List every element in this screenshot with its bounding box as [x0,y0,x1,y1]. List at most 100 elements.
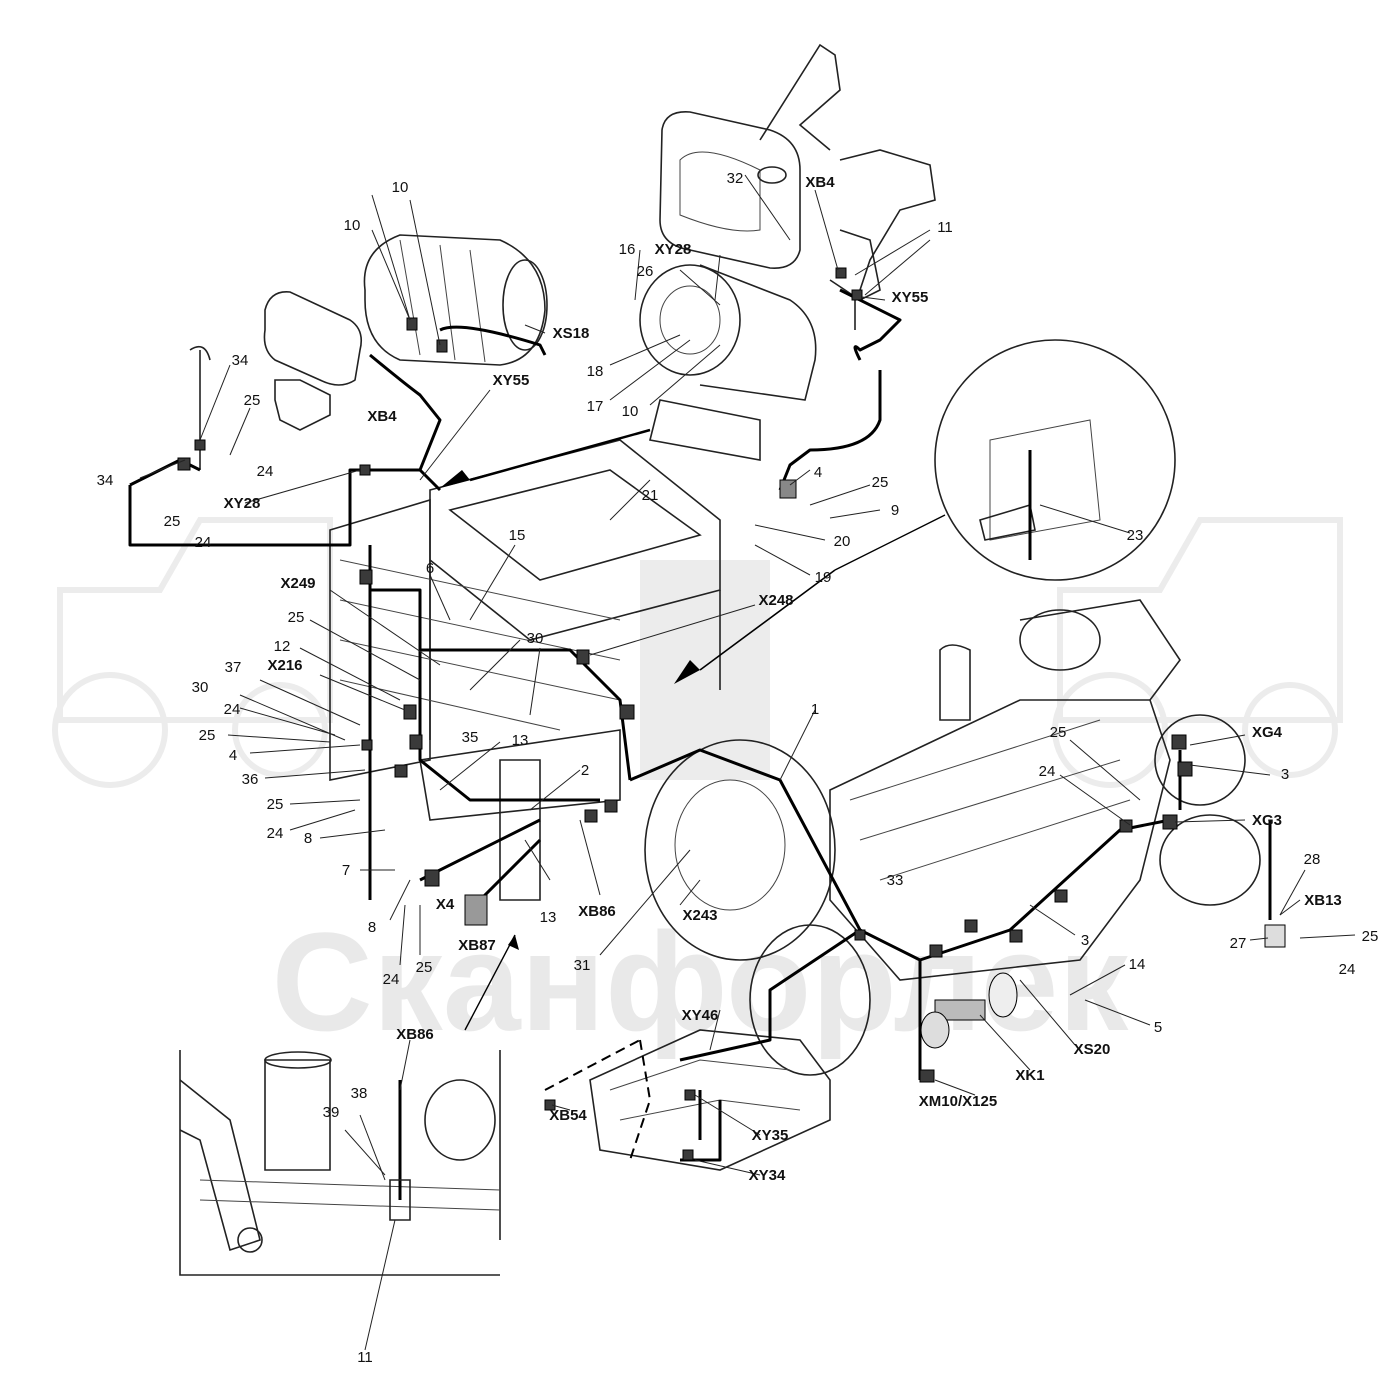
callout-37: 37 [225,659,242,676]
part-labels: 10 10 10 34 34 25 25 25 25 25 25 25 25 2… [97,170,1379,1366]
connector-label-x243: X243 [682,907,717,924]
callout-33: 33 [887,872,904,889]
callout-18: 18 [587,363,604,380]
expansion-tank-assembly [659,43,936,330]
connector-label-xy46: XY46 [682,1007,719,1024]
callout-12: 12 [274,638,291,655]
connector-label-xb54: XB54 [549,1107,587,1124]
callout-3: 3 [1281,766,1289,783]
callout-1: 1 [811,701,819,718]
watermark: Сканфорлек [52,517,1343,1060]
callout-26: 26 [637,263,654,280]
connector-label-xb4: XB4 [805,174,835,191]
connector-labels: XB4 XB4 XY28 XY28 XY55 XY55 XS18 X249 X2… [224,174,1342,1184]
callout-34: 34 [232,352,249,369]
callout-38: 38 [351,1085,368,1102]
connector-label-xm10-x125: XM10/X125 [919,1093,997,1110]
connector-label-x216: X216 [267,657,302,674]
connectors [177,267,1286,1161]
callout-25: 25 [244,392,261,409]
callout-21: 21 [642,487,659,504]
callout-25: 25 [416,959,433,976]
callout-24: 24 [195,534,212,551]
callout-4: 4 [229,747,237,764]
callout-39: 39 [323,1104,340,1121]
connector-label-xk1: XK1 [1015,1067,1044,1084]
callout-14: 14 [1129,956,1146,973]
connector-label-x4: X4 [436,896,455,913]
callout-10: 10 [392,179,409,196]
callout-4: 4 [814,464,822,481]
callout-10: 10 [344,217,361,234]
callout-25: 25 [267,796,284,813]
callout-25: 25 [288,609,305,626]
connector-label-x249: X249 [280,575,315,592]
connector-label-xy35: XY35 [752,1127,789,1144]
callout-30: 30 [192,679,209,696]
callout-8: 8 [368,919,376,936]
ac-compressor [639,264,817,461]
callout-9: 9 [891,502,899,519]
callout-25: 25 [1050,724,1067,741]
watermark-text: Сканфорлек [272,903,1130,1060]
connector-label-x248: X248 [758,592,793,609]
air-cleaner [363,234,548,366]
callout-3: 3 [1081,932,1089,949]
callout-34: 34 [97,472,114,489]
callout-24: 24 [257,463,274,480]
callout-25: 25 [1362,928,1379,945]
callout-24: 24 [383,971,400,988]
callout-11: 11 [357,1349,373,1366]
callout-23: 23 [1127,527,1144,544]
callout-24: 24 [1039,763,1056,780]
callout-10: 10 [622,403,639,420]
callout-24: 24 [224,701,241,718]
callout-27: 27 [1230,935,1247,952]
connector-label-xy28: XY28 [655,241,692,258]
callout-24: 24 [267,825,284,842]
detail-inset-circle [934,339,1176,581]
callout-15: 15 [509,527,526,544]
callout-13: 13 [512,732,529,749]
connector-label-xy55: XY55 [892,289,929,306]
callout-19: 19 [815,569,832,586]
callout-36: 36 [242,771,259,788]
arrows [440,428,946,1031]
detail-inset-box [179,1050,501,1276]
callout-2: 2 [581,762,589,779]
callout-30: 30 [527,630,544,647]
callout-8: 8 [304,830,312,847]
callout-25: 25 [199,727,216,744]
connector-label-xb87: XB87 [458,937,496,954]
connector-label-xg3: XG3 [1252,812,1282,829]
callout-24: 24 [1339,961,1356,978]
connector-label-xg4: XG4 [1252,724,1283,741]
callout-25: 25 [164,513,181,530]
callout-31: 31 [574,957,591,974]
callout-16: 16 [619,241,636,258]
connector-label-xy55: XY55 [493,372,530,389]
callout-6: 6 [426,560,434,577]
callout-17: 17 [587,398,604,415]
callout-35: 35 [462,729,479,746]
connector-label-xs18: XS18 [553,325,590,342]
callout-11: 11 [937,219,953,236]
wiring-harness [128,288,1272,1162]
connector-label-xb13: XB13 [1304,892,1342,909]
connector-label-xy28: XY28 [224,495,261,512]
callout-25: 25 [872,474,889,491]
connector-label-xb86: XB86 [396,1026,434,1043]
leader-lines [139,174,1356,1351]
callout-13: 13 [540,909,557,926]
callout-20: 20 [834,533,851,550]
left-reservoir-bracket [189,291,363,470]
connector-label-xs20: XS20 [1074,1041,1111,1058]
connector-label-xb86: XB86 [578,903,616,920]
connector-label-xb4: XB4 [367,408,397,425]
callout-28: 28 [1304,851,1321,868]
callout-5: 5 [1154,1019,1162,1036]
connector-label-xy34: XY34 [749,1167,786,1184]
callout-32: 32 [727,170,744,187]
